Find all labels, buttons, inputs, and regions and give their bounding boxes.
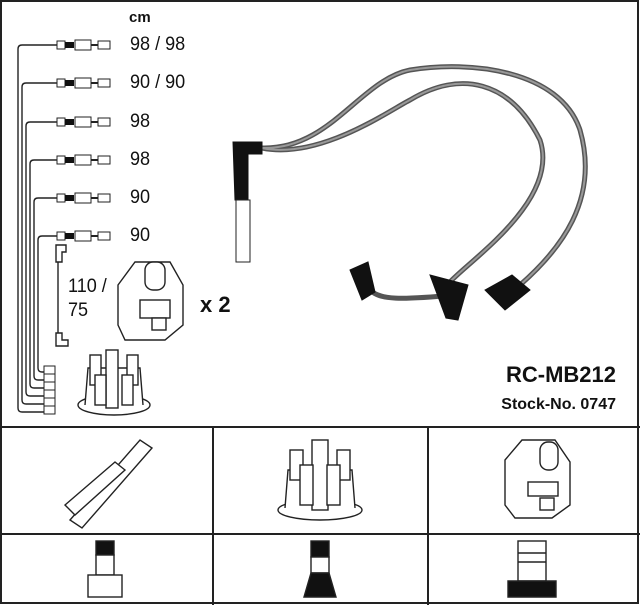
spark-plug-icon xyxy=(63,439,154,529)
spark-plug-boots xyxy=(232,141,531,321)
coil-wire xyxy=(55,244,69,347)
ignition-coil-drawing xyxy=(117,261,184,341)
coil-wire-length-label: 110 / xyxy=(68,276,107,297)
coil-lead-wires xyxy=(261,64,588,301)
wire-length-label: 98 xyxy=(130,149,151,170)
unit-label: cm xyxy=(129,9,151,26)
plug-terminal-icon xyxy=(87,540,123,598)
coil-terminal-icon xyxy=(507,540,557,598)
distributor-cap-drawing xyxy=(77,349,151,416)
wire-length-label: 90 xyxy=(130,187,151,208)
stock-number: Stock-No. 0747 xyxy=(501,396,616,413)
wire-length-label: 98 xyxy=(130,111,151,132)
ignition-coil-icon xyxy=(504,439,571,519)
wire-length-label: 98 / 98 xyxy=(130,34,186,55)
wire-connectors xyxy=(43,39,111,415)
coil-quantity: x 2 xyxy=(200,292,231,317)
distributor-cap-icon xyxy=(277,439,363,521)
wire-length-label: 90 / 90 xyxy=(130,72,186,93)
distributor-terminal-icon xyxy=(303,540,337,598)
coil-wire-length-label: 75 xyxy=(68,300,89,321)
wire-length-label: 90 xyxy=(130,225,151,246)
wire-harness-bundle xyxy=(17,44,57,413)
part-number: RC-MB212 xyxy=(505,362,616,387)
